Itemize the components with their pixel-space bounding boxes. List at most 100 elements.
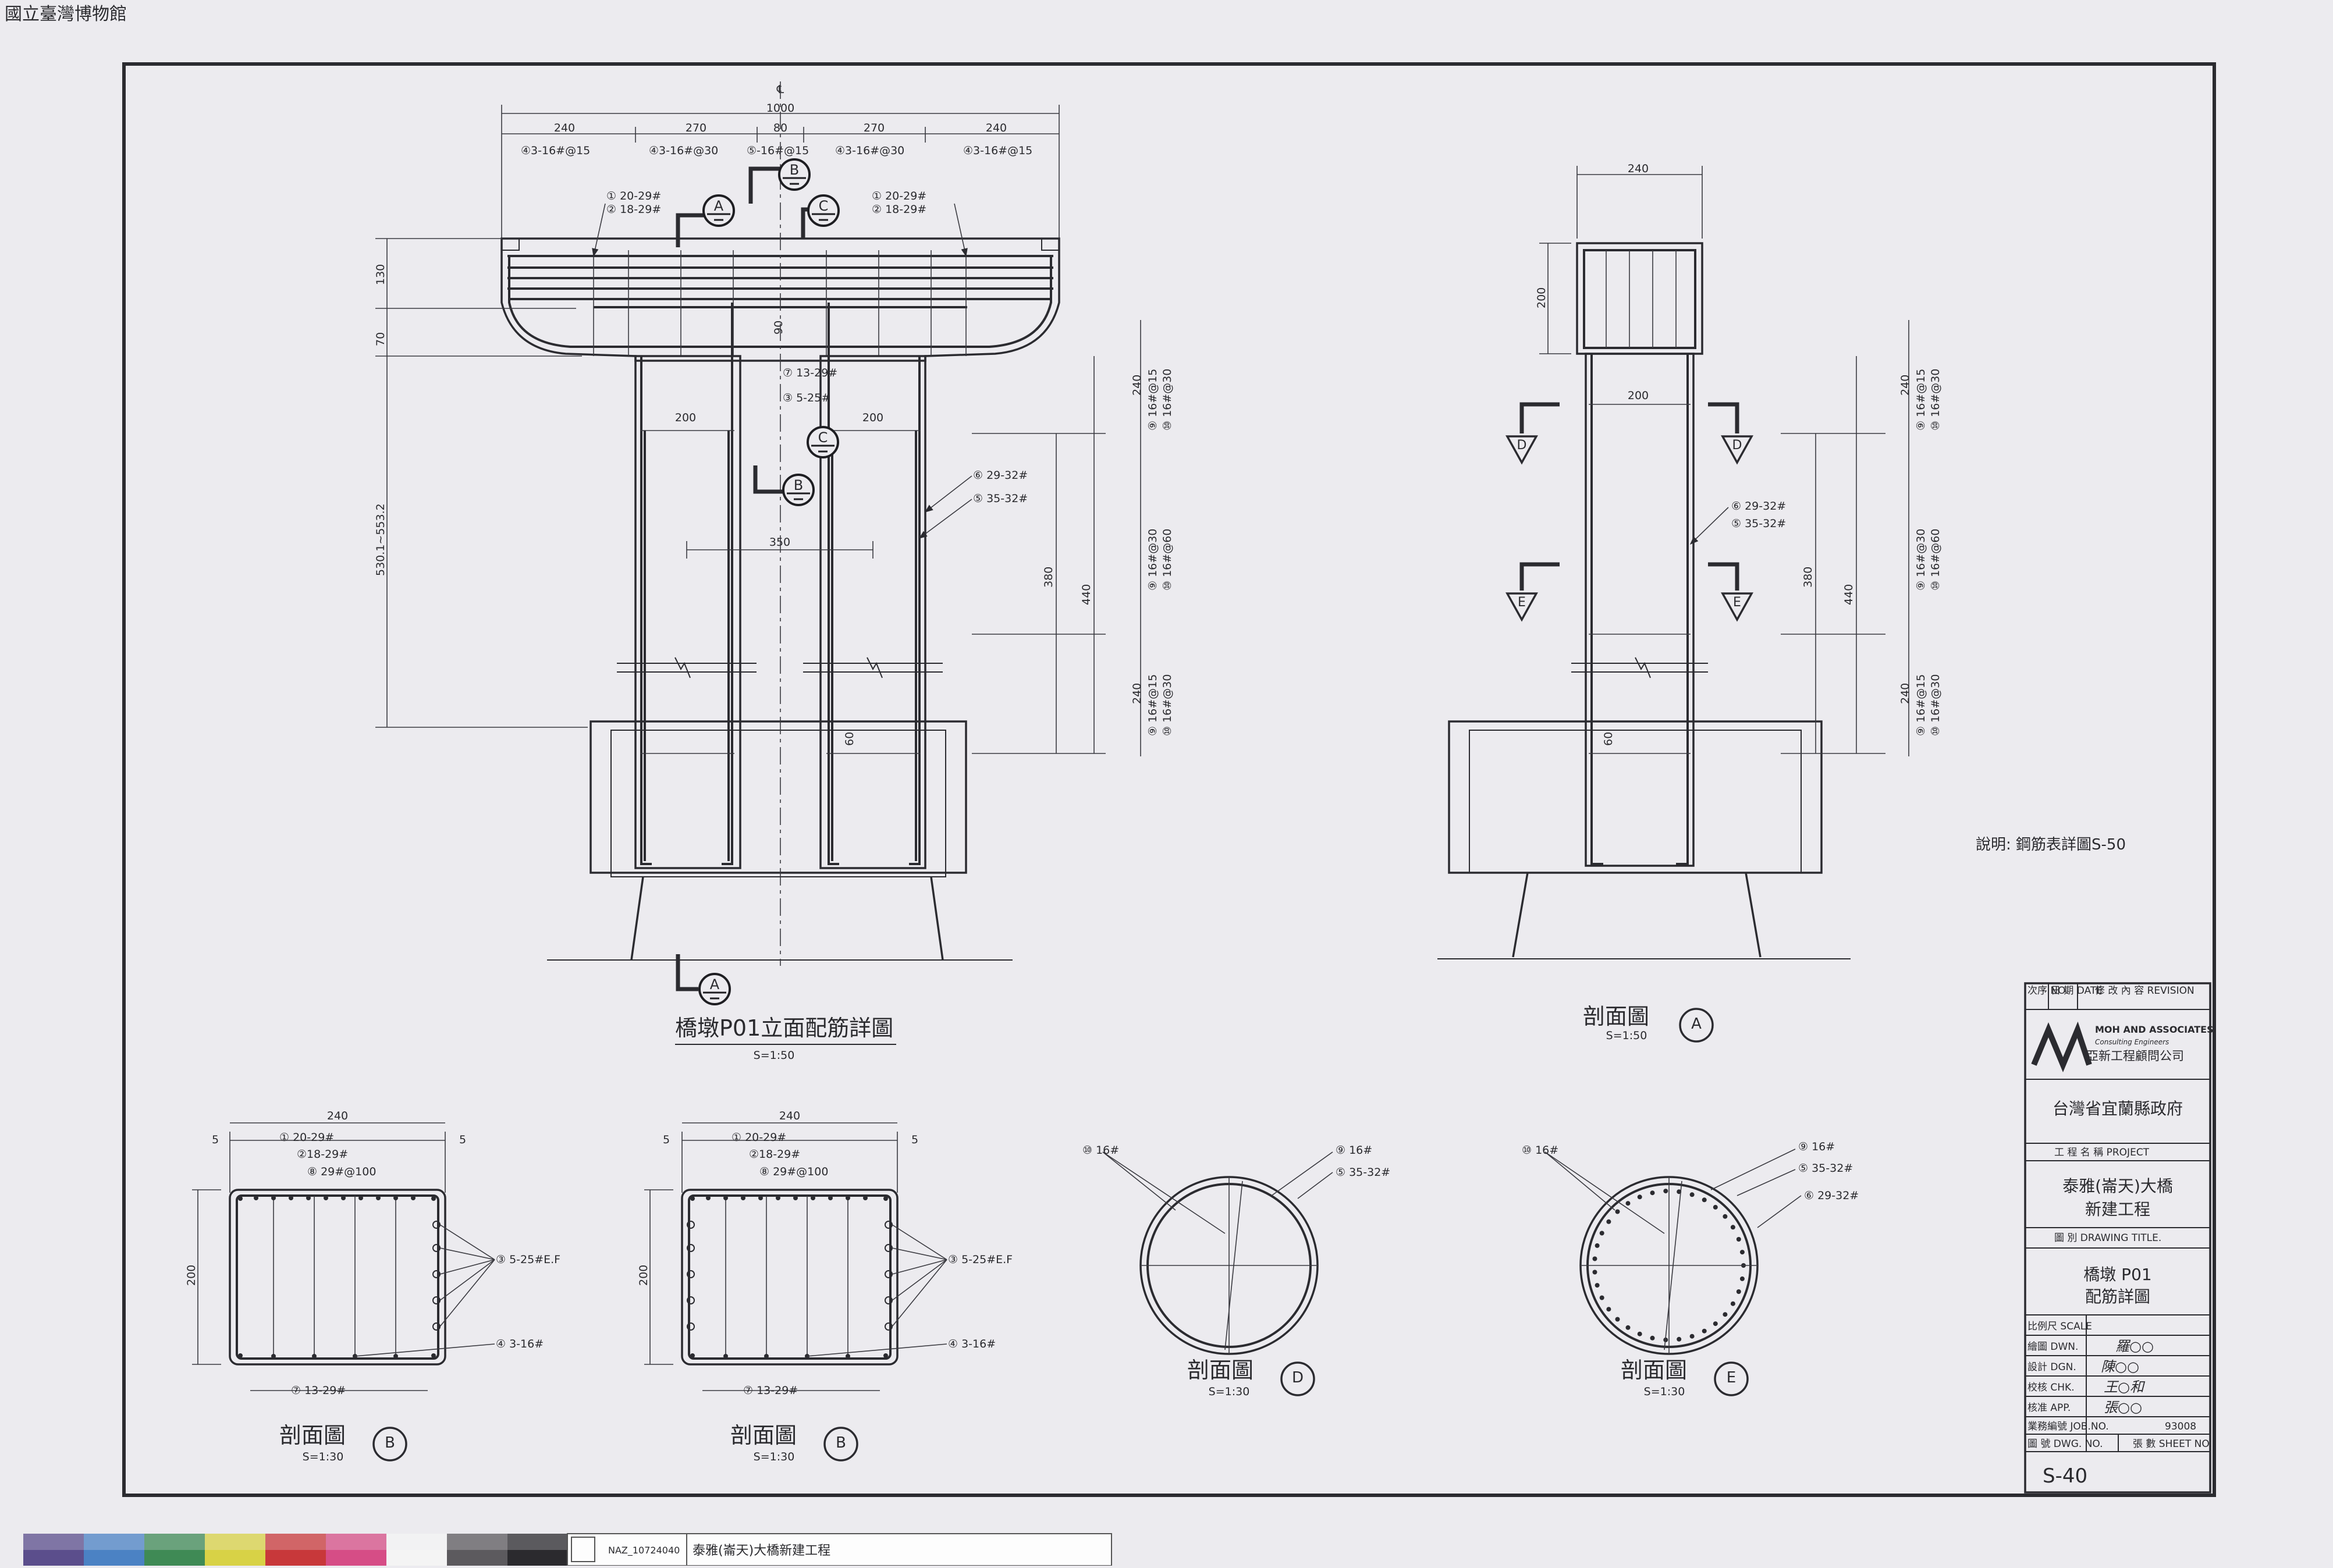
rebar-dot [1730, 1225, 1735, 1230]
section-b2-rebar-4: ④ 3-16# [948, 1338, 996, 1350]
firm-name-en: MOH AND ASSOCIATES [2095, 1024, 2214, 1035]
section-a-view: 240 200 200 [1437, 162, 2126, 1043]
rebar-dot [1723, 1214, 1728, 1219]
section-a-zone-0-b: ⑩ 16#@30 [1929, 369, 1942, 431]
tb-project-line2: 新建工程 [2085, 1200, 2150, 1219]
tb-client: 台灣省宜蘭縣政府 [2053, 1099, 2183, 1118]
svg-text:E: E [1518, 595, 1526, 610]
section-a-zone-0-a: ⑨ 16#@15 [1915, 369, 1927, 431]
color-swatch [144, 1550, 205, 1566]
section-d-rebar-0: ⑩ 16# [1082, 1144, 1119, 1157]
stirrup-zone-2-b: ⑩ 16#@30 [1161, 674, 1174, 736]
top-rebar-3: ④3-16#@30 [835, 144, 904, 157]
section-b2-rebar-2: ⑧ 29#@100 [759, 1165, 828, 1178]
col-rebar-mid-1: ③ 5-25# [783, 392, 830, 404]
section-b2-view: 240 5 5 ① 20-29# ②18-29# ⑧ 29#@100 200 [637, 1110, 1013, 1463]
section-a-zone-2-b: ⑩ 16#@30 [1929, 674, 1942, 736]
elevation-title: 橋墩P01立面配筋詳圖 [675, 1015, 893, 1041]
column-right [819, 355, 926, 869]
tb-drawing-line1: 橋墩 P01 [2083, 1265, 2151, 1284]
break-marks [617, 657, 943, 678]
section-a-dim-col: 200 [1628, 389, 1649, 402]
tb-project-line1: 泰雅(崙天)大橋 [2062, 1176, 2173, 1196]
section-a-column [1585, 353, 1695, 867]
tb-row-dwg: 圖 號 DWG. NO. [2027, 1438, 2103, 1450]
firm-name-en-sub: Consulting Engineers [2095, 1038, 2169, 1046]
color-swatch [84, 1534, 144, 1550]
rebar-dot [1637, 1331, 1642, 1336]
drawing-border [122, 62, 2216, 1497]
section-b2-marker: B [836, 1434, 846, 1452]
section-b2-rebar-1: ②18-29# [749, 1148, 800, 1161]
rebar-dot [1713, 1204, 1718, 1210]
section-e-rebar-3: ⑥ 29-32# [1804, 1189, 1859, 1202]
color-swatch [507, 1534, 568, 1550]
tb-drawing-label: 圖 別 DRAWING TITLE. [2054, 1232, 2161, 1244]
rebar-dot [1713, 1321, 1718, 1327]
rebar-dot [1606, 1307, 1611, 1312]
tb-sheet-label: 張 數 SHEET NO. [2133, 1438, 2212, 1450]
tb-drawing-line2: 配筋詳圖 [2085, 1287, 2150, 1306]
dim-right-440: 440 [1080, 584, 1093, 605]
color-swatch [326, 1550, 386, 1566]
section-b2-dim-height: 200 [637, 1265, 650, 1286]
section-a-zone-2-a: ⑨ 16#@15 [1915, 674, 1927, 736]
top-rebar-2: ⑤-16#@15 [747, 144, 809, 157]
tb-row-chk: 校核 CHK. [2027, 1382, 2075, 1393]
section-b2-dim-5-right: 5 [911, 1133, 918, 1146]
rebar-dot [1615, 1209, 1620, 1214]
rebar-dot [1599, 1295, 1604, 1300]
section-b1-rebar-0: ① 20-29# [279, 1131, 334, 1144]
section-e-bars [1592, 1189, 1746, 1342]
top-rebar-0: ④3-16#@15 [521, 144, 590, 157]
cap-rebar-right-0: ① 20-29# [872, 190, 926, 202]
section-b1-dim-5-right: 5 [459, 1133, 466, 1146]
footing-outline [590, 720, 967, 874]
tb-revision-date: 日 期 DATE [2051, 985, 2103, 997]
archive-barcode-icon [571, 1537, 595, 1562]
section-a-dim-top: 240 [1628, 162, 1649, 175]
svg-text:C: C [818, 429, 828, 446]
dim-top-1: 270 [686, 122, 706, 134]
section-a-col-rebar-1: ⑤ 35-32# [1731, 517, 1786, 530]
top-rebar-4: ④3-16#@15 [963, 144, 1032, 157]
svg-text:C: C [819, 198, 829, 214]
section-b1-dim-width: 240 [327, 1110, 348, 1122]
section-b1-scale: S=1:30 [303, 1450, 344, 1463]
cut-marker-b-mid: B [753, 465, 815, 506]
section-b2-title: 剖面圖 [730, 1423, 797, 1448]
color-swatch [386, 1550, 447, 1566]
col-rebar-right-0: ⑥ 29-32# [973, 469, 1028, 482]
section-d-rebar-2: ⑤ 35-32# [1336, 1166, 1390, 1179]
section-e-rebar-0: ⑩ 16# [1522, 1144, 1558, 1157]
column-left [634, 355, 741, 869]
rebar-dot [1595, 1243, 1600, 1248]
stirrup-zone-0-dim: 240 [1131, 375, 1144, 396]
rebar-dot [1702, 1328, 1707, 1334]
rebar-dot [1739, 1276, 1745, 1281]
archive-label-id: NAZ_10724040 [608, 1545, 680, 1556]
section-b2-outline [681, 1189, 899, 1366]
section-b1-marker: B [385, 1434, 395, 1452]
section-b1-title: 剖面圖 [279, 1423, 346, 1448]
section-a-marker: A [1691, 1015, 1702, 1033]
color-swatch [507, 1550, 568, 1566]
elevation-view: ℄ 1000 240 270 80 270 240 ④3-16#@15 ④3-1… [374, 81, 1174, 1062]
section-b2-rebar-5: ⑦ 13-29# [743, 1384, 798, 1397]
section-a-col-rebar-0: ⑥ 29-32# [1731, 500, 1786, 513]
color-swatch [205, 1534, 265, 1550]
section-a-title: 剖面圖 [1583, 1004, 1649, 1029]
svg-text:E: E [1733, 595, 1741, 610]
dim-left-1: 70 [374, 332, 387, 346]
section-d-view: ⑩ 16# ⑨ 16# ⑤ 35-32# 剖面圖 D S=1:30 [1082, 1144, 1390, 1398]
rebar-dot [1723, 1312, 1728, 1317]
section-d-marker: D [1292, 1369, 1304, 1386]
dim-col-90: 90 [772, 321, 785, 335]
stirrup-zone-1-a: ⑨ 16#@30 [1146, 529, 1159, 591]
col-rebar-mid-0: ⑦ 13-29# [783, 367, 837, 379]
section-a-zone-1-b: ⑩ 16#@60 [1929, 529, 1942, 591]
cap-rebar-right-1: ② 18-29# [872, 203, 926, 216]
rebar-dot [1615, 1317, 1620, 1322]
tb-sign-dgn: 陳○○ [2101, 1359, 2139, 1375]
